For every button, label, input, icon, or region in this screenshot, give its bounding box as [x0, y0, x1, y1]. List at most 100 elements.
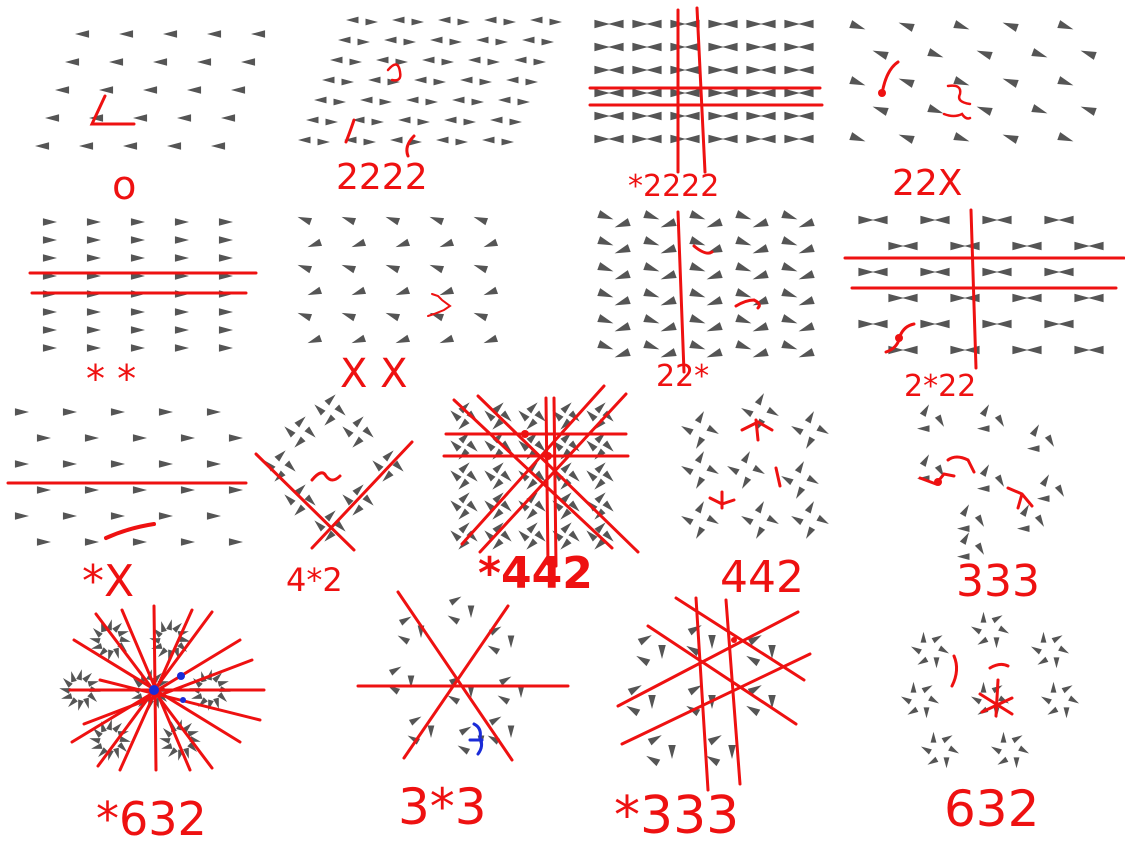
motif-triangle [927, 104, 943, 113]
motif-triangle [444, 117, 456, 124]
motif-triangle [399, 616, 411, 625]
mirror-center [521, 430, 529, 438]
motif-triangle [920, 216, 936, 224]
motif-triangle [118, 631, 129, 637]
motif-triangle [950, 242, 966, 250]
motif-triangle [159, 408, 173, 416]
motif-triangle [1044, 320, 1060, 328]
motif-triangle [284, 426, 295, 437]
motif-triangle [643, 340, 659, 349]
motif-triangle [706, 515, 718, 524]
motif-triangle [805, 501, 814, 513]
motif-triangle [722, 135, 738, 143]
motif-triangle [982, 268, 998, 276]
motif-triangle [468, 57, 480, 64]
motif-triangle [386, 265, 400, 273]
motif-triangle [997, 757, 1008, 765]
motif-triangle [741, 451, 750, 463]
motif-triangle [376, 57, 388, 64]
motif-triangle [306, 117, 318, 124]
motif-triangle [689, 236, 705, 245]
motif-triangle [175, 344, 189, 352]
motif-triangle [753, 270, 769, 279]
motif-triangle [995, 474, 1004, 486]
motif-triangle [330, 57, 342, 64]
motif-triangle [346, 17, 358, 24]
motif-triangle [1031, 48, 1047, 57]
motif-triangle [602, 470, 613, 481]
motif-triangle [849, 132, 865, 141]
motif-triangle [366, 19, 378, 26]
gyration-stroke [407, 136, 414, 156]
motif-triangle [409, 716, 421, 725]
label-3s3: 3*3 [398, 782, 487, 832]
label-22s: 22* [656, 362, 709, 392]
motif-triangle [229, 434, 243, 442]
motif-triangle [1040, 474, 1049, 486]
motif-triangle [449, 596, 461, 605]
motif-triangle [746, 706, 760, 716]
motif-triangle [207, 408, 221, 416]
motif-triangle [15, 408, 29, 416]
motif-triangle [689, 210, 705, 219]
motif-triangle [950, 294, 966, 302]
motif-triangle [352, 504, 363, 515]
motif-triangle [229, 486, 243, 494]
glide-stroke [694, 246, 712, 253]
motif-triangle [971, 697, 982, 705]
motif-triangle [781, 314, 797, 323]
motif-triangle [87, 326, 101, 334]
motif-triangle [119, 636, 130, 642]
glide-stroke [428, 294, 450, 316]
motif-triangle [688, 685, 702, 695]
motif-triangle [219, 254, 233, 262]
motif-triangle [334, 99, 346, 106]
motif-triangle [15, 512, 29, 520]
motif-triangle [55, 86, 69, 94]
motif-triangle [231, 86, 245, 94]
motif-triangle [484, 335, 498, 343]
motif-triangle [661, 296, 677, 305]
motif-triangle [390, 137, 402, 144]
motif-triangle [901, 697, 912, 705]
motif-triangle [1001, 732, 1007, 743]
motif-triangle [615, 218, 631, 227]
motif-triangle [753, 244, 769, 253]
motif-triangle [977, 637, 988, 645]
motif-triangle [43, 308, 57, 316]
motif-triangle [65, 58, 79, 66]
motif-triangle [632, 135, 648, 143]
mirror-line [312, 442, 412, 548]
motif-triangle [658, 645, 666, 659]
motif-triangle [458, 462, 469, 473]
motif-triangle [298, 265, 312, 273]
motif-triangle [1044, 268, 1060, 276]
motif-triangle [450, 500, 461, 511]
motif-triangle [996, 216, 1012, 224]
motif-triangle [735, 210, 751, 219]
motif-triangle [324, 394, 335, 405]
motif-triangle [1058, 645, 1069, 653]
motif-triangle [358, 39, 370, 46]
motif-triangle [382, 450, 393, 461]
motif-triangle [326, 119, 338, 126]
motif-triangle [197, 58, 211, 66]
motif-triangle [219, 218, 233, 226]
motif-triangle [37, 434, 51, 442]
motif-triangle [430, 37, 442, 44]
rotation-center [895, 334, 903, 342]
glide-stroke [106, 524, 154, 538]
motif-triangle [1035, 514, 1044, 526]
motif-triangle [784, 89, 800, 97]
motif-triangle [873, 51, 889, 60]
motif-triangle [113, 648, 119, 659]
motif-triangle [722, 89, 738, 97]
motif-triangle [661, 348, 677, 357]
motif-triangle [994, 637, 1000, 648]
motif-triangle [360, 97, 372, 104]
motif-triangle [474, 313, 488, 321]
motif-triangle [436, 137, 448, 144]
motif-triangle [695, 451, 704, 463]
motif-triangle [83, 698, 89, 709]
motif-triangle [450, 410, 461, 421]
